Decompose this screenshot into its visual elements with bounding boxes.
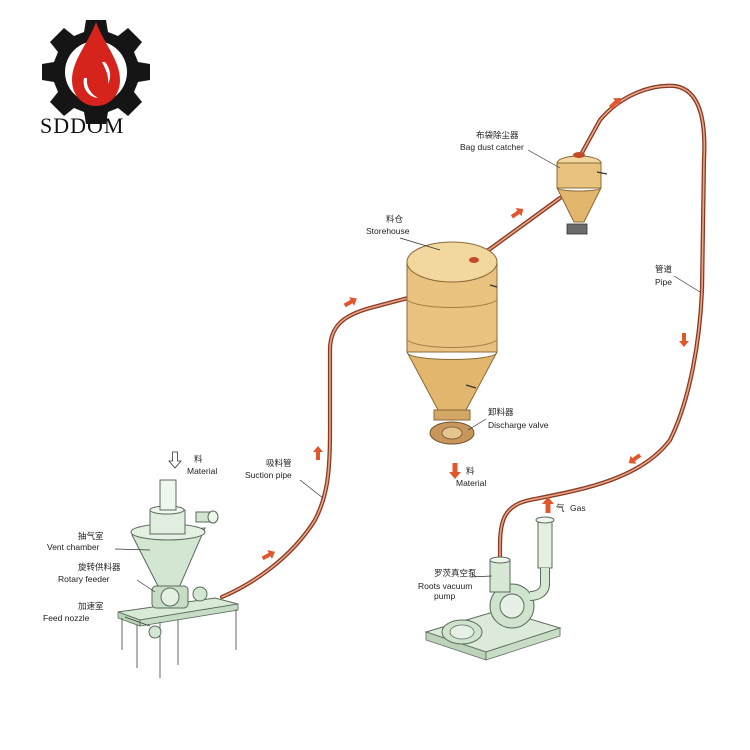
flow-arrow xyxy=(608,97,621,109)
flow-arrow xyxy=(628,453,642,464)
material-out-label-cn: 料 xyxy=(466,466,475,477)
suction-pipe-label-cn: 吸料管 xyxy=(266,458,292,469)
leader-bag-dust-catcher xyxy=(527,149,561,169)
flow-arrow xyxy=(510,208,524,219)
roots-vacuum-pump-unit xyxy=(424,516,562,661)
suction-pipe-label: Suction pipe xyxy=(245,470,292,480)
pipe-label: Pipe xyxy=(655,277,672,287)
rotary-feeder-label-cn: 旋转供料器 xyxy=(78,562,121,573)
vent-chamber-label: Vent chamber xyxy=(47,542,100,552)
storehouse-label: Storehouse xyxy=(366,226,410,236)
vent-chamber-label-cn: 抽气室 xyxy=(78,531,104,542)
roots-vacuum-pump-label-line2: pump xyxy=(434,591,456,601)
material-out-label: Material xyxy=(456,478,486,488)
gas-out-arrow xyxy=(542,497,554,513)
feed-nozzle-label: Feed nozzle xyxy=(43,613,90,623)
flow-arrow xyxy=(313,446,323,460)
leader-feed-nozzle xyxy=(124,616,151,627)
flow-arrow xyxy=(343,297,357,308)
roots-vacuum-pump-label: Roots vacuum xyxy=(418,581,472,591)
storehouse-label-cn: 料仓 xyxy=(386,214,404,225)
leader-rotary-feeder xyxy=(136,579,156,593)
leader-discharge-valve xyxy=(467,418,487,431)
pipe-label-cn: 管道 xyxy=(655,264,673,275)
main-pipe-line xyxy=(497,83,707,563)
feeding-station xyxy=(117,479,239,678)
leader-suction-pipe xyxy=(299,479,324,499)
gas-label: Gas xyxy=(570,503,586,513)
feed-nozzle-label-cn: 加速室 xyxy=(78,601,104,612)
brand-name: SDDOM xyxy=(40,113,125,138)
discharge-valve-label: Discharge valve xyxy=(488,420,549,430)
bag-dust-catcher-label-cn: 布袋除尘器 xyxy=(476,130,519,141)
gas-label-cn: 气 xyxy=(556,503,565,514)
leader-roots-vacuum-pump xyxy=(469,575,493,578)
rotary-feeder-label: Rotary feeder xyxy=(58,574,110,584)
material-in-label: Material xyxy=(187,466,217,476)
material-in-arrow xyxy=(168,451,182,469)
leader-vent-chamber xyxy=(114,548,151,551)
discharge-valve-label-cn: 卸料器 xyxy=(488,407,514,418)
flow-arrow xyxy=(679,333,689,347)
material-out-arrow xyxy=(449,463,461,479)
material-in-label-cn: 料 xyxy=(194,454,203,465)
roots-vacuum-pump-label-cn: 罗茨真空泵 xyxy=(434,568,477,579)
bag-dust-catcher-label: Bag dust catcher xyxy=(460,142,524,152)
suction-pipe-line xyxy=(219,295,411,600)
sddom-logo-icon xyxy=(42,20,150,124)
leader-pipe xyxy=(673,275,701,293)
storehouse-silo xyxy=(406,241,498,445)
bag-dust-catcher-unit xyxy=(556,152,608,235)
leader-storehouse xyxy=(399,237,441,251)
flow-arrow xyxy=(261,550,275,561)
